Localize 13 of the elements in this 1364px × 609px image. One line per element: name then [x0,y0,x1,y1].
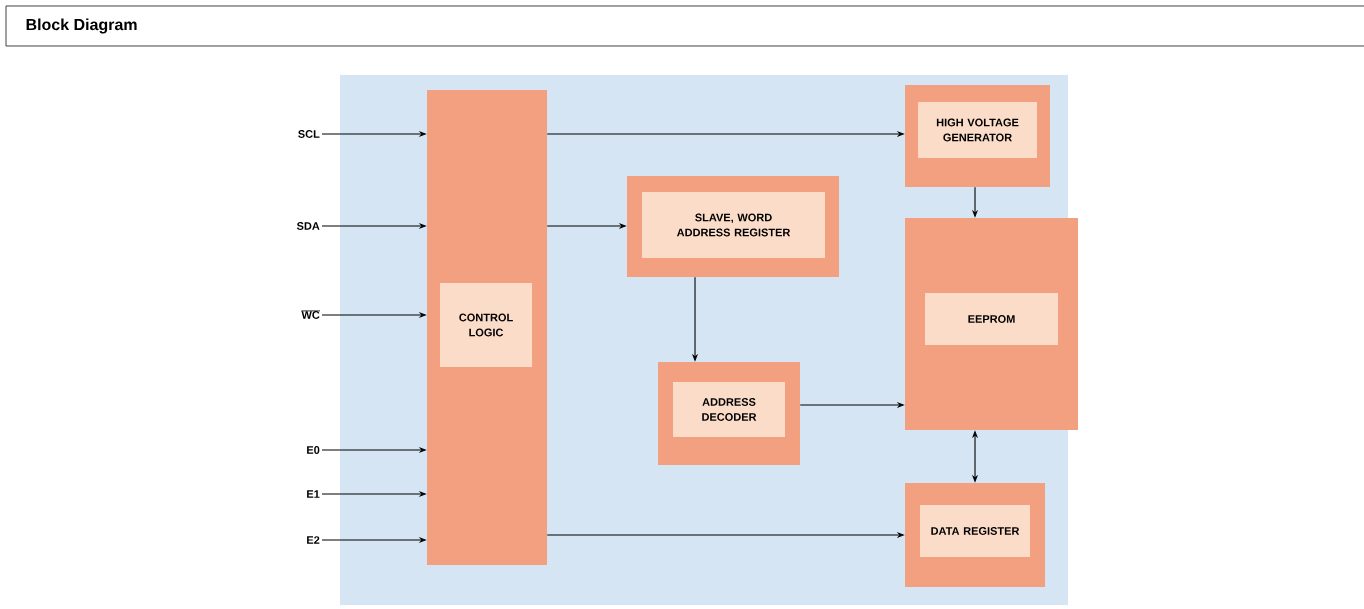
pin-label: SCL [298,130,320,138]
title-bar: Block Diagram [5,5,1364,47]
pin-label: SDA [296,222,320,230]
block-box: DATA REGISTER [905,483,1045,587]
block-box: HIGH VOLTAGE GENERATOR [905,85,1050,187]
block-box: CONTROL LOGIC [427,90,547,565]
block-box: SLAVE, WORD ADDRESS REGISTER [627,176,839,277]
pin-label: E2 [307,536,320,544]
pin-label: E1 [307,490,320,498]
block-box: ADDRESS DECODER [658,362,800,465]
pin-label: WC [300,310,321,319]
pin-label: E0 [307,446,320,454]
block-box: EEPROM [905,218,1078,430]
